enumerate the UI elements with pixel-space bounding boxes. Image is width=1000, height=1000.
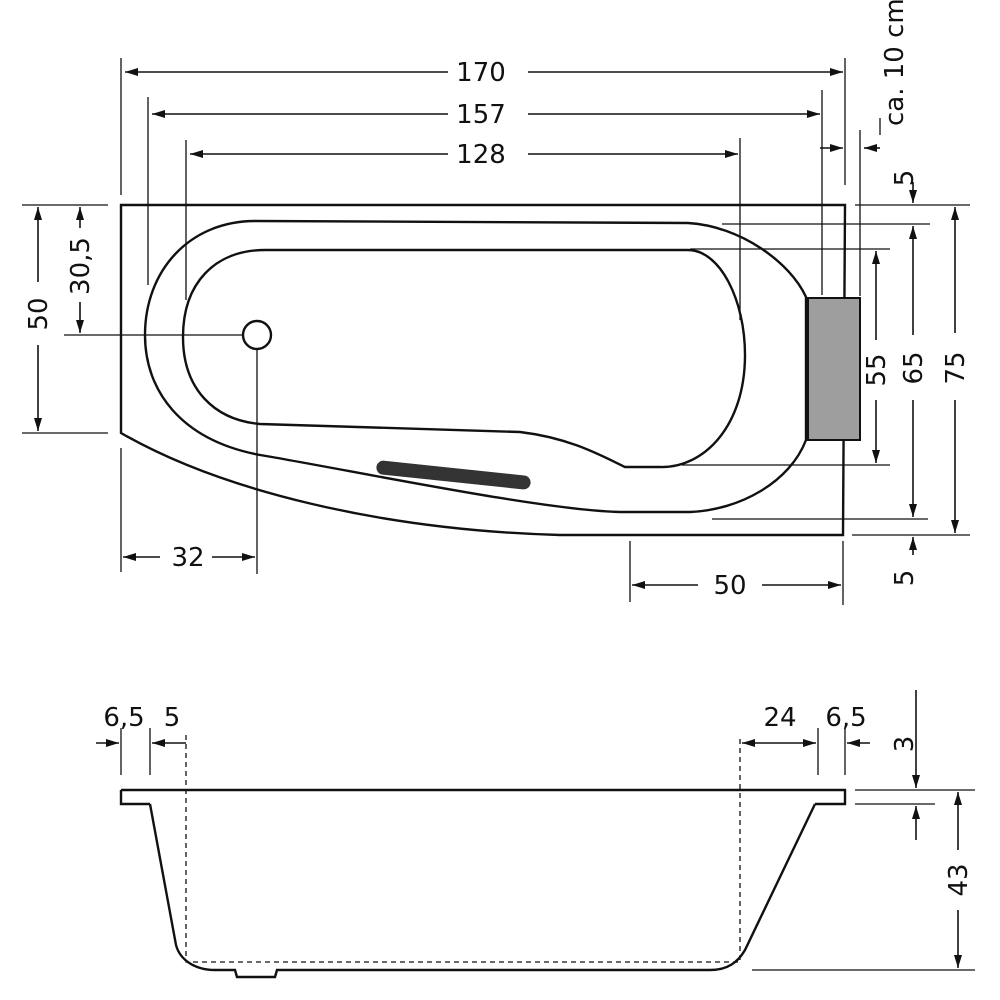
tub-outer-outline [119,203,847,537]
dim-basin-length: 128 [456,140,506,170]
drain-icon [241,319,273,351]
tub-basin-outline [181,248,747,469]
dim-right-rim: 6,5 [825,703,866,733]
top-view: 170 157 128 ca. 10 cm 5 75 65 [22,0,971,605]
dim-left-offset: 5 [164,703,181,733]
dim-straight-right: 50 [713,571,746,601]
panel-width-note: ca. 10 cm [880,0,910,126]
dim-rim-bottom: 5 [890,570,920,587]
grab-handle [376,460,531,490]
dim-basin-width: 55 [862,353,892,386]
side-inner-dashed [185,735,741,963]
tub-inner-rim [143,219,808,514]
dim-inner-width: 65 [899,351,929,384]
side-body-outline [148,803,817,979]
dim-left-rim: 6,5 [103,703,144,733]
side-view: 6,5 5 24 6,5 3 43 [96,690,975,979]
dim-inner-length: 157 [456,100,506,130]
side-panel-block [807,297,861,441]
dim-rim-thickness: 3 [890,736,920,753]
dim-rim-top: 5 [890,170,920,187]
dim-overall-width: 75 [941,351,971,384]
dim-drain-from-left: 32 [171,543,204,573]
dim-overall-length: 170 [456,58,506,88]
dim-depth: 43 [944,863,974,896]
dim-right-slope: 24 [763,703,796,733]
dim-drain-from-top: 30,5 [66,237,96,295]
side-rim [119,788,847,806]
dim-left-width: 50 [24,297,54,330]
